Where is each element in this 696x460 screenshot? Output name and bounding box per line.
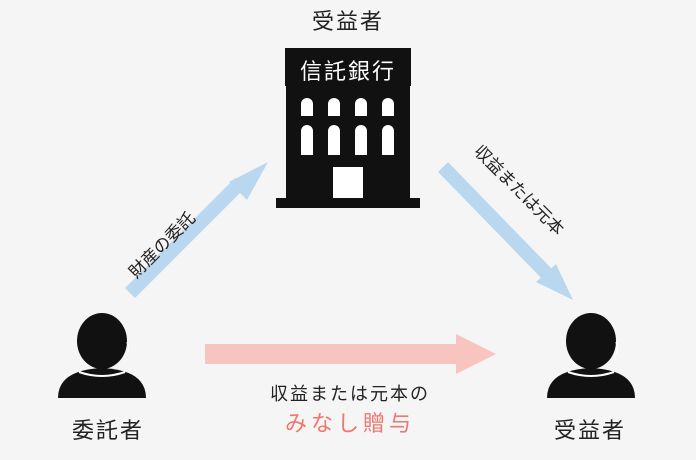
settlor-person-icon: [58, 313, 146, 398]
deemed-gift-highlight: みなし贈与: [284, 412, 415, 437]
bank-building-icon: [276, 48, 420, 208]
top-beneficiary-label: 受益者: [311, 10, 384, 35]
bank-name-label: 信託銀行: [299, 60, 396, 85]
beneficiary-label: 受益者: [553, 419, 626, 444]
arrow-settlor-to-beneficiary: [205, 334, 496, 374]
beneficiary-person-icon: [547, 313, 635, 398]
settlor-label: 委託者: [71, 419, 144, 444]
arrow-settlor-to-bank: [125, 162, 268, 298]
deemed-gift-caption: 収益または元本の: [270, 384, 430, 405]
arrow-bank-to-beneficiary: [437, 162, 573, 300]
